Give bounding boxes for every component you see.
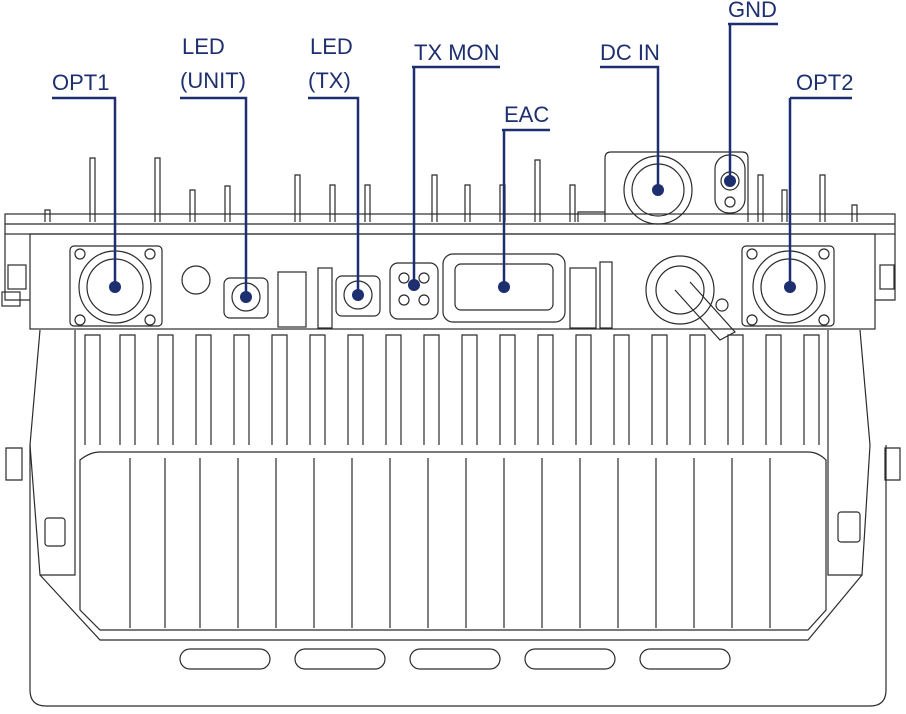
tx-mon-leader [412,65,500,285]
led-tx-marker [352,289,364,301]
gnd-marker [724,175,736,187]
lower-fins [84,334,820,445]
connector-panel [29,233,876,330]
tx-mon-marker [408,279,420,291]
eac-label: EAC [504,102,549,127]
opt2-marker [784,281,796,293]
callout-labels: OPT1 LED (UNIT) LED (TX) TX MON EAC DC I… [52,0,853,127]
opt1-label: OPT1 [52,70,109,95]
device-drawing [1,151,901,707]
callout-lines [52,22,852,297]
callout-dots [109,175,796,303]
dc-in-label: DC IN [600,40,660,65]
gnd-label: GND [728,0,777,22]
opt1-marker [109,281,121,293]
eac-leader [502,128,550,287]
mounting-frame [29,445,887,707]
eac-marker [498,281,510,293]
gnd-leader [728,22,778,181]
led-tx-label-line2: (TX) [308,68,351,93]
opt2-leader [788,96,852,287]
dc-in-marker [652,184,664,196]
top-fins [44,157,858,222]
led-unit-label-line2: (UNIT) [180,68,246,93]
bottom-heatsink [79,451,827,631]
led-tx-label-line1: LED [310,34,353,59]
opt1-leader [52,96,117,287]
tx-mon-label: TX MON [414,40,500,65]
dc-in-leader [600,65,660,190]
bottom-ribs [129,458,771,628]
dc-boss [604,151,749,222]
led-unit-label-line1: LED [182,34,225,59]
opt2-label: OPT2 [796,70,853,95]
led-tx-leader [308,96,360,295]
led-unit-leader [180,96,248,297]
led-unit-marker [240,291,252,303]
dc-in-cap [645,255,736,341]
